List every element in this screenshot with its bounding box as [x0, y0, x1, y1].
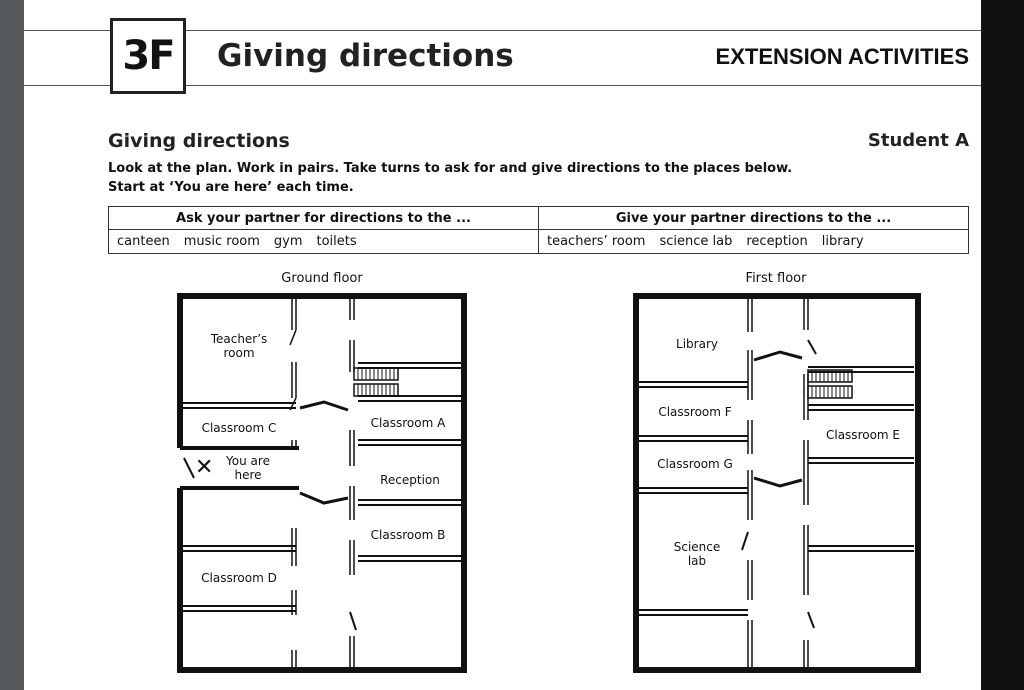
room-label-line: room: [223, 346, 255, 360]
give-places: teachers’ room science lab reception librar…: [538, 229, 969, 254]
header-rule-bottom: [24, 85, 981, 86]
give-place: science lab: [659, 234, 733, 249]
instruction-line-1: Look at the plan. Work in pairs. Take tu…: [108, 161, 793, 176]
ground-floor-label: Ground floor: [281, 271, 363, 286]
ask-place: canteen: [117, 234, 170, 249]
you-are-here-label: You are here: [226, 454, 270, 482]
floor-plans: [177, 293, 921, 673]
give-header: Give your partner directions to the ...: [538, 206, 969, 230]
room-teachers-room: Teacher’s room: [211, 332, 268, 360]
room-science-lab: Science lab: [674, 540, 721, 568]
ask-place: music room: [183, 234, 260, 249]
viewer-right-strip: [981, 0, 1024, 690]
room-classroom-c: Classroom C: [201, 421, 277, 435]
room-label-line: here: [234, 468, 262, 482]
you-are-here-cross-icon: ✕: [195, 455, 214, 480]
ask-place: gym: [273, 234, 303, 249]
room-classroom-f: Classroom F: [658, 405, 732, 419]
room-classroom-g: Classroom G: [657, 457, 733, 471]
ground-floor-plan: [177, 293, 467, 673]
room-label-line: Teacher’s: [210, 332, 268, 346]
unit-title: Giving directions: [217, 38, 514, 74]
unit-badge: 3F: [110, 18, 186, 94]
room-classroom-b: Classroom B: [370, 528, 446, 542]
give-place: reception: [746, 234, 808, 249]
instruction-line-2: Start at ‘You are here’ each time.: [108, 180, 354, 195]
student-label: Student A: [867, 130, 969, 151]
first-floor-plan: [633, 293, 921, 673]
first-floor-label: First floor: [745, 271, 807, 286]
document-page: 3F Giving directions EXTENSION ACTIVITIE…: [24, 0, 981, 690]
ask-place: toilets: [316, 234, 357, 249]
give-place: teachers’ room: [547, 234, 646, 249]
give-place: library: [821, 234, 864, 249]
task-table: Ask your partner for directions to the .…: [108, 206, 969, 254]
room-classroom-e: Classroom E: [825, 428, 901, 442]
header-rule-top: [24, 30, 981, 31]
room-library: Library: [676, 337, 718, 351]
room-classroom-a: Classroom A: [370, 416, 446, 430]
room-label-line: You are: [226, 454, 270, 468]
room-classroom-d: Classroom D: [201, 571, 277, 585]
room-reception: Reception: [380, 473, 440, 487]
viewer-left-bar: [0, 0, 24, 690]
ask-places: canteen music room gym toilets: [108, 229, 539, 254]
room-label-line: lab: [687, 554, 707, 568]
room-label-line: Science: [673, 540, 721, 554]
extension-heading: EXTENSION ACTIVITIES: [715, 44, 969, 69]
section-title: Giving directions: [108, 130, 290, 152]
